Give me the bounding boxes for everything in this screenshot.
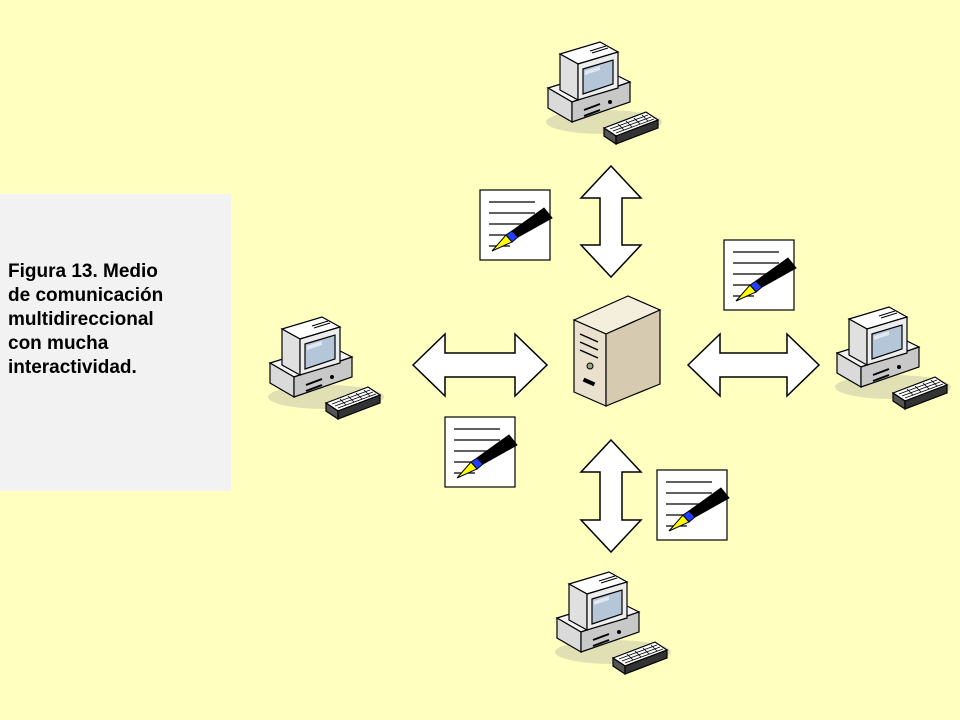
caption-panel: Figura 13. Medio de comunicación multidi… bbox=[0, 194, 231, 491]
caption-line: multidireccional bbox=[8, 309, 154, 330]
document-pen-icon bbox=[723, 239, 797, 311]
computer-top-icon bbox=[545, 41, 663, 145]
double-arrow-vertical-top bbox=[579, 164, 643, 279]
document-pen-icon bbox=[479, 189, 553, 261]
document-pen-icon bbox=[444, 416, 518, 488]
caption-line: interactividad. bbox=[8, 357, 137, 378]
server-tower-icon bbox=[572, 295, 662, 407]
double-arrow-vertical-bottom bbox=[579, 438, 643, 554]
caption-line: con mucha bbox=[8, 333, 109, 354]
caption-line: Figura 13. Medio bbox=[8, 261, 158, 282]
double-arrow-horizontal-left bbox=[411, 332, 549, 398]
computer-left-icon bbox=[267, 316, 385, 420]
double-arrow-horizontal-right bbox=[686, 332, 821, 398]
document-pen-icon bbox=[656, 469, 730, 541]
caption-text: Figura 13. Medio de comunicación multidi… bbox=[8, 260, 223, 380]
computer-right-icon bbox=[834, 306, 952, 410]
computer-bottom-icon bbox=[554, 571, 672, 675]
caption-line: de comunicación bbox=[8, 285, 164, 306]
